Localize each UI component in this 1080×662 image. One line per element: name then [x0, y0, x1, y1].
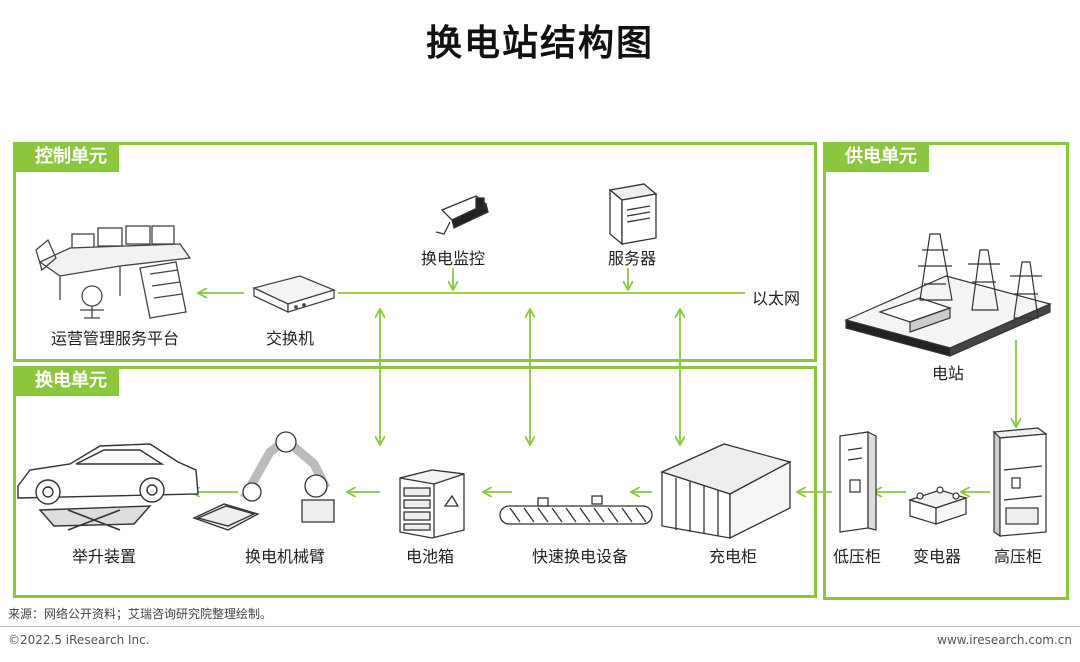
lift-label: 举升装置 — [71, 547, 137, 566]
ethernet-label: 以太网 — [752, 289, 801, 308]
fast-swap-label: 快速换电设备 — [531, 547, 629, 566]
switch-icon — [252, 275, 336, 314]
website-link[interactable]: www.iresearch.com.cn — [937, 633, 1072, 647]
low-voltage-cabinet-icon — [839, 431, 877, 533]
swap-unit-label: 换电单元 — [13, 366, 119, 396]
camera-icon — [435, 195, 489, 235]
server-icon — [608, 183, 658, 246]
low-voltage-label: 低压柜 — [832, 547, 882, 566]
car-icon — [17, 443, 199, 531]
copyright-text: ©2022.5 iResearch Inc. — [8, 633, 150, 647]
high-voltage-cabinet-icon — [992, 427, 1048, 538]
battery-box-icon — [399, 469, 465, 539]
battery-box-label: 电池箱 — [405, 547, 455, 566]
ops-platform-label: 运营管理服务平台 — [50, 329, 180, 348]
control-room-icon — [35, 225, 192, 319]
supply-unit-label: 供电单元 — [823, 142, 929, 172]
robot-arm-icon — [192, 431, 335, 531]
switch-label: 交换机 — [265, 329, 315, 348]
charger-label: 充电柜 — [708, 547, 758, 566]
power-station-label: 电站 — [931, 364, 965, 383]
robot-arm-label: 换电机械臂 — [244, 547, 326, 566]
conveyor-icon — [499, 495, 653, 525]
source-note: 来源：网络公开资料；艾瑞咨询研究院整理绘制。 — [8, 607, 273, 621]
page-title: 换电站结构图 — [425, 23, 654, 64]
control-unit-label: 控制单元 — [13, 142, 119, 172]
charger-cabinet-icon — [660, 443, 792, 540]
monitor-label: 换电监控 — [420, 249, 486, 268]
power-station-icon — [844, 233, 1052, 357]
high-voltage-label: 高压柜 — [993, 547, 1043, 566]
server-label: 服务器 — [607, 249, 657, 268]
transformer-icon — [908, 486, 968, 525]
footer-divider — [0, 626, 1080, 627]
transformer-label: 变电器 — [912, 547, 962, 566]
